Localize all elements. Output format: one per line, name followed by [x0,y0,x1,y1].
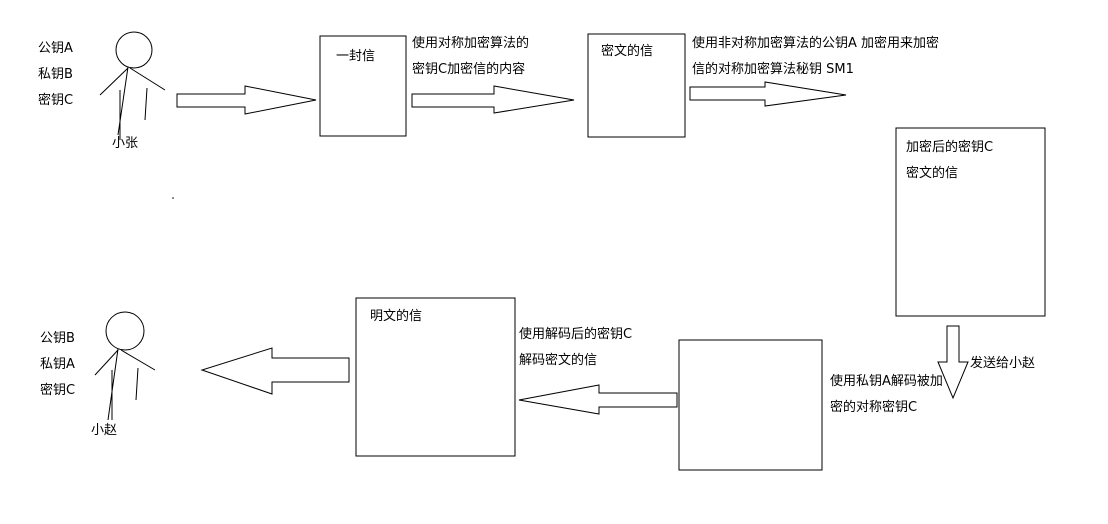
receiver-key-1: 公钥B [40,331,75,346]
step-decrypt-letter: 使用解码后的密钥C 解码密文的信 [519,322,632,374]
step-encrypt-key: 使用非对称加密算法的公钥A 加密用来加密 信的对称加密算法秘钥 SM1 [692,31,939,83]
plain-letter-box [355,297,516,457]
stray-dot [172,197,174,199]
arrow-sender-to-letter [176,85,317,115]
letter-box-label: 一封信 [336,49,376,64]
encrypted-bundle-box-label: 加密后的密钥C 密文的信 [906,135,993,187]
sender-stick-figure [99,31,166,140]
arrow-to-plain-letter [518,384,678,415]
arrow-to-receiver [200,347,350,395]
sender-key-2: 私钥B [38,67,73,82]
step-send: 发送给小赵 [970,356,1036,371]
step-decrypt-key: 使用私钥A解码被加 密的对称密钥C [830,369,943,421]
step-encrypt-key-line-2: 信的对称加密算法秘钥 SM1 [692,62,854,77]
decrypted-key-box [678,339,823,471]
step-encrypt-letter-line-2: 密钥C加密信的内容 [412,62,526,77]
step-decrypt-key-line-2: 密的对称密钥C [830,400,918,415]
step-encrypt-letter-line-1: 使用对称加密算法的 [412,36,530,51]
step-decrypt-letter-line-1: 使用解码后的密钥C [519,327,633,342]
encrypted-bundle-line-2: 密文的信 [906,166,959,181]
receiver-key-3: 密钥C [40,383,76,398]
receiver-key-2: 私钥A [40,357,75,372]
step-decrypt-key-line-1: 使用私钥A解码被加 [830,374,943,389]
arrow-letter-to-cipher [411,85,575,114]
plain-letter-box-label: 明文的信 [370,309,423,324]
encrypted-bundle-box [895,127,1046,317]
step-encrypt-letter: 使用对称加密算法的 密钥C加密信的内容 [412,31,529,83]
step-encrypt-key-line-1: 使用非对称加密算法的公钥A 加密用来加密 [692,36,940,51]
encrypted-bundle-line-1: 加密后的密钥C [906,140,994,155]
arrow-cipher-to-bundle [689,81,847,107]
sender-key-1: 公钥A [38,41,73,56]
step-decrypt-letter-line-2: 解码密文的信 [519,353,598,368]
sender-keys: 公钥A 私钥B 密钥C [38,36,73,114]
receiver-stick-figure [94,311,156,421]
sender-name: 小张 [112,136,139,151]
sender-key-3: 密钥C [38,93,74,108]
cipher-letter-box [587,33,686,138]
receiver-name: 小赵 [91,423,118,438]
arrow-down-send [937,325,969,400]
letter-box [319,35,407,137]
cipher-letter-box-label: 密文的信 [601,44,654,59]
receiver-keys: 公钥B 私钥A 密钥C [40,326,75,404]
